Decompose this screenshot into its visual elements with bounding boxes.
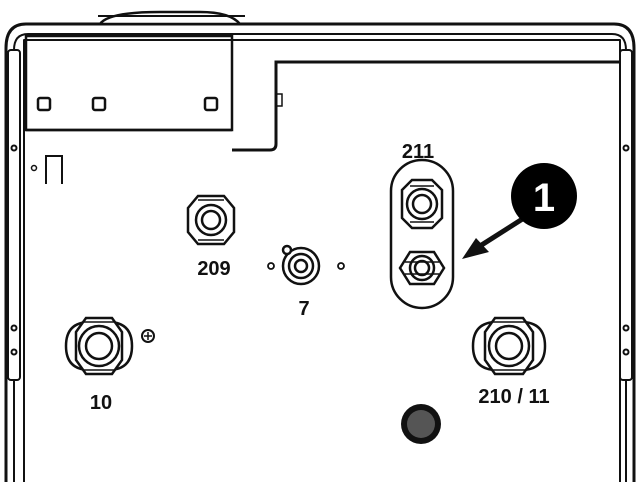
- label-10: 10: [90, 392, 112, 414]
- control-box: [24, 34, 234, 132]
- label-7: 7: [298, 298, 309, 320]
- label-209: 209: [197, 258, 230, 280]
- side-rails: [7, 49, 633, 381]
- ground-screw: [141, 329, 155, 343]
- fitting-210-11: [471, 316, 547, 376]
- label-211: 211: [402, 141, 434, 163]
- label-210-11: 210 / 11: [478, 386, 549, 408]
- fitting-10: [64, 316, 134, 376]
- fitting-209: [186, 194, 236, 246]
- fitting-7: [267, 244, 345, 286]
- fitting-211: [400, 178, 444, 230]
- callout-number: 1: [533, 176, 555, 220]
- drain-cap: [401, 404, 441, 444]
- indicator-flag: [45, 155, 63, 184]
- top-lip: [97, 10, 243, 26]
- panel-contour: [232, 60, 620, 152]
- valve-fitting: [398, 250, 446, 286]
- indicator-dot: [30, 164, 38, 172]
- callout-arrow: [462, 215, 526, 259]
- callout-badge: 1: [511, 163, 577, 229]
